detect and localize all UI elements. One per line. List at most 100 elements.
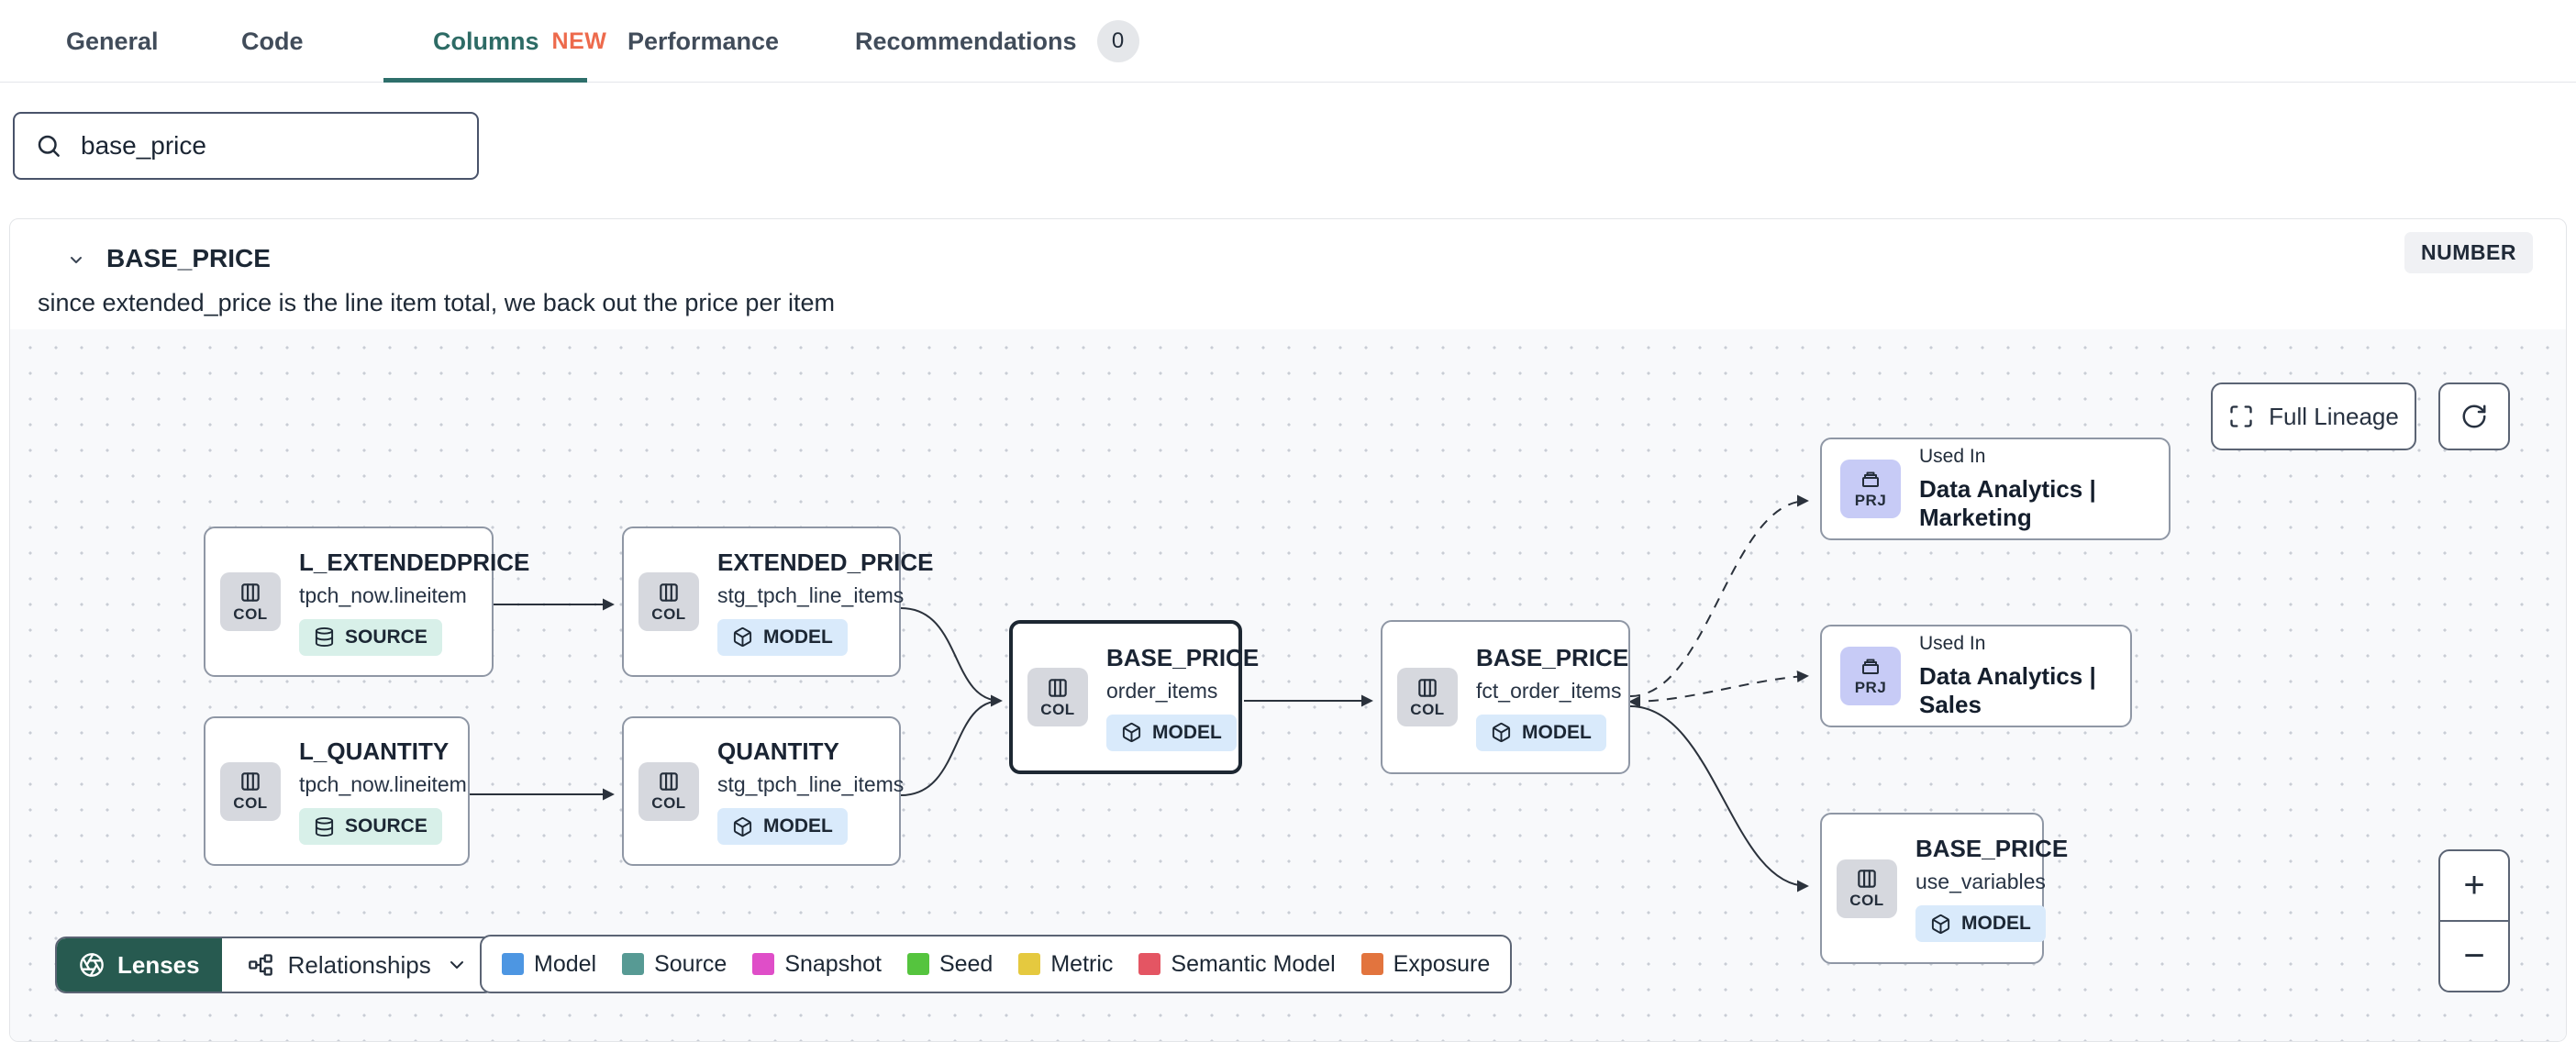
node-type-legend: Model Source Snapshot Seed Metric — [480, 935, 1513, 993]
tab-columns[interactable]: Columns NEW — [433, 0, 606, 83]
seed-swatch — [906, 953, 929, 975]
tab-bar: General Code Columns NEW Performance Rec… — [0, 0, 2576, 83]
search-value: base_price — [81, 131, 206, 160]
legend-item-metric: Metric — [1018, 951, 1113, 978]
node-type-label: MODEL — [1152, 721, 1222, 743]
legend-item-source: Source — [622, 951, 727, 978]
used-in-label: Used In — [1919, 446, 1986, 467]
chip-label: COL — [1849, 892, 1884, 909]
tab-general[interactable]: General — [66, 0, 159, 83]
node-title: L_EXTENDEDPRICE — [299, 548, 530, 576]
model-badge: MODEL — [1476, 714, 1606, 751]
column-chip: COL — [1837, 859, 1897, 918]
source-swatch — [622, 953, 645, 975]
cube-icon — [733, 626, 752, 648]
lineage-node-l-extendedprice[interactable]: COL L_EXTENDEDPRICE tpch_now.lineitem SO… — [204, 526, 529, 677]
metric-swatch — [1018, 953, 1041, 975]
node-subtitle: order_items — [1106, 678, 1218, 703]
tab-performance[interactable]: Performance — [627, 0, 779, 83]
model-swatch — [502, 953, 524, 975]
search-icon — [38, 135, 60, 157]
model-badge: MODEL — [1915, 905, 2046, 942]
node-type-label: SOURCE — [345, 815, 427, 837]
full-lineage-button[interactable]: Full Lineage — [2211, 382, 2416, 450]
lineage-node-exposure-sales[interactable]: PRJ Used In Data Analytics | Sales — [1820, 625, 2132, 727]
edge-fct-marketing — [1629, 494, 1809, 697]
node-title: EXTENDED_PRICE — [717, 548, 934, 576]
lenses-button[interactable]: Lenses — [57, 938, 222, 992]
column-chip: COL — [638, 572, 699, 631]
refresh-icon — [2462, 405, 2486, 428]
node-type-label: SOURCE — [345, 626, 427, 648]
chip-label: COL — [651, 794, 686, 812]
full-lineage-label: Full Lineage — [2269, 402, 2399, 430]
node-title: BASE_PRICE — [1106, 643, 1260, 671]
source-badge: SOURCE — [299, 618, 442, 656]
database-icon — [315, 626, 334, 648]
model-badge: MODEL — [717, 618, 848, 656]
zoom-in-button[interactable]: + — [2440, 851, 2508, 922]
active-tab-underline — [383, 78, 587, 83]
project-chip: PRJ — [1840, 647, 1901, 705]
node-type-label: MODEL — [1961, 913, 2031, 934]
model-badge: MODEL — [717, 808, 848, 845]
search-input[interactable]: base_price — [13, 112, 479, 180]
refresh-button[interactable] — [2438, 382, 2510, 450]
node-title: Data Analytics | Marketing — [1919, 475, 2096, 531]
cube-icon — [1492, 722, 1511, 743]
cube-icon — [733, 816, 752, 837]
node-title: L_QUANTITY — [299, 737, 450, 765]
lineage-node-base-price-use-variables[interactable]: COL BASE_PRICE use_variables MODEL — [1820, 813, 2068, 964]
node-subtitle: fct_order_items — [1476, 678, 1622, 703]
node-subtitle: tpch_now.lineitem — [299, 772, 467, 796]
legend-item-model: Model — [502, 951, 596, 978]
node-subtitle: stg_tpch_line_items — [717, 772, 905, 796]
chevron-down-icon — [450, 961, 463, 969]
node-subtitle: use_variables — [1915, 870, 2046, 893]
column-name: BASE_PRICE — [106, 244, 271, 272]
column-chip: COL — [638, 761, 699, 821]
relationships-label: Relationships — [287, 950, 431, 979]
chip-label: COL — [233, 794, 268, 812]
chip-label: COL — [651, 604, 686, 623]
legend-item-exposure: Exposure — [1360, 951, 1490, 978]
columns-icon — [1418, 678, 1437, 697]
relationships-icon — [248, 954, 272, 976]
edge-fct-sales — [1628, 671, 1809, 708]
lineage-node-l-quantity[interactable]: COL L_QUANTITY tpch_now.lineitem SOURCE — [204, 716, 470, 866]
lineage-node-extended-price[interactable]: COL EXTENDED_PRICE stg_tpch_line_items M… — [622, 526, 934, 677]
lenses-label: Lenses — [117, 950, 200, 979]
cube-icon — [1931, 914, 1950, 934]
lineage-node-quantity[interactable]: COL QUANTITY stg_tpch_line_items MODEL — [622, 716, 905, 866]
collapse-chevron-icon[interactable] — [58, 241, 94, 278]
project-chip: PRJ — [1840, 460, 1901, 518]
legend-item-snapshot: Snapshot — [752, 951, 882, 978]
chip-label: PRJ — [1854, 491, 1887, 509]
legend-item-semantic-model: Semantic Model — [1138, 951, 1336, 978]
node-subtitle: stg_tpch_line_items — [717, 582, 905, 607]
zoom-out-button[interactable]: − — [2463, 936, 2485, 976]
node-subtitle: tpch_now.lineitem — [299, 582, 467, 607]
archive-icon — [1862, 471, 1879, 487]
tab-recommendations-label: Recommendations — [855, 27, 1077, 55]
lenses-toolbar: Lenses Relationships — [55, 937, 495, 993]
used-in-label: Used In — [1919, 633, 1986, 654]
node-title: QUANTITY — [717, 737, 839, 765]
node-type-label: MODEL — [763, 815, 833, 837]
lineage-node-base-price-selected[interactable]: COL BASE_PRICE order_items MODEL — [1009, 620, 1259, 774]
chip-label: COL — [1040, 700, 1075, 718]
lineage-node-exposure-marketing[interactable]: PRJ Used In Data Analytics | Marketing — [1820, 438, 2171, 540]
chip-label: COL — [233, 604, 268, 623]
model-badge: MODEL — [1106, 714, 1237, 751]
legend-item-seed: Seed — [906, 951, 993, 978]
node-type-label: MODEL — [1522, 721, 1592, 743]
expand-icon — [2230, 405, 2252, 427]
lineage-node-base-price-fct[interactable]: COL BASE_PRICE fct_order_items MODEL — [1381, 620, 1630, 774]
lineage-canvas[interactable]: COL L_EXTENDEDPRICE tpch_now.lineitem SO… — [10, 329, 2566, 1041]
chip-label: PRJ — [1854, 678, 1887, 696]
column-type-badge: NUMBER — [2404, 232, 2533, 273]
relationships-dropdown[interactable]: Relationships — [222, 938, 494, 992]
columns-icon — [660, 582, 678, 602]
tab-recommendations[interactable]: Recommendations 0 — [855, 0, 1139, 83]
tab-code[interactable]: Code — [241, 0, 304, 83]
